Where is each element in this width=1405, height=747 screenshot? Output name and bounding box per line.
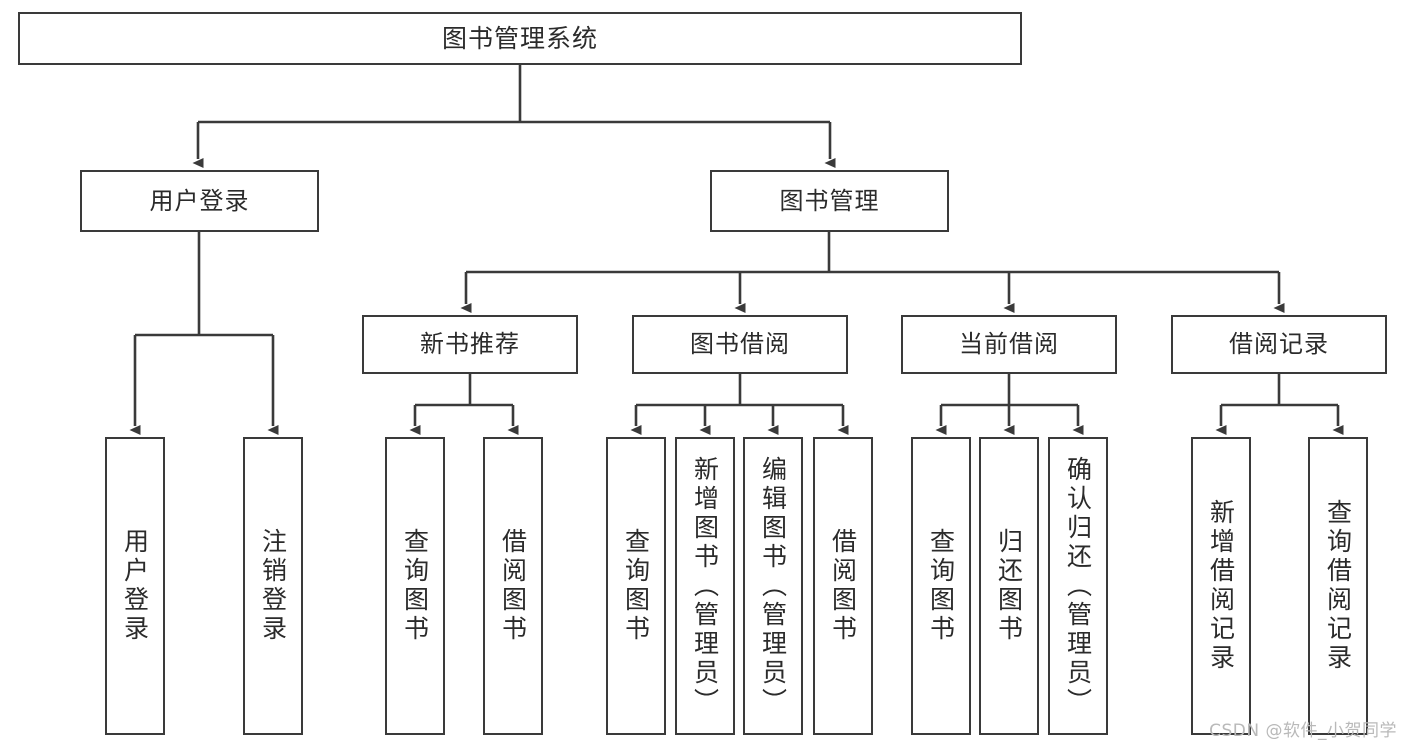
node-book-borrow[interactable]: 图书借阅 xyxy=(632,315,848,374)
node-label: 新书推荐 xyxy=(420,330,520,359)
node-book-management[interactable]: 图书管理 xyxy=(710,170,949,232)
node-user-login[interactable]: 用户登录 xyxy=(80,170,319,232)
node-root-system[interactable]: 图书管理系统 xyxy=(18,12,1022,65)
leaf-borrow-add-book-admin[interactable]: 新增图书（管理员） xyxy=(675,437,735,735)
leaf-label: 查询图书 xyxy=(926,528,956,644)
leaf-label: 查询图书 xyxy=(400,528,430,644)
leaf-borrow-borrow-book[interactable]: 借阅图书 xyxy=(813,437,873,735)
leaf-current-confirm-return-admin[interactable]: 确认归还（管理员） xyxy=(1048,437,1108,735)
leaf-label: 用户登录 xyxy=(120,528,150,644)
leaf-label: 编辑图书（管理员） xyxy=(758,455,788,717)
node-label: 图书管理系统 xyxy=(441,23,598,53)
leaf-new-book-borrow[interactable]: 借阅图书 xyxy=(483,437,543,735)
node-label: 当前借阅 xyxy=(959,330,1059,359)
node-current-borrow[interactable]: 当前借阅 xyxy=(901,315,1117,374)
leaf-label: 借阅图书 xyxy=(498,528,528,644)
leaf-label: 查询图书 xyxy=(621,528,651,644)
node-label: 借阅记录 xyxy=(1229,330,1329,359)
leaf-current-query-book[interactable]: 查询图书 xyxy=(911,437,971,735)
leaf-record-add-record[interactable]: 新增借阅记录 xyxy=(1191,437,1251,735)
csdn-watermark: CSDN @软件_小贺同学 xyxy=(1209,721,1397,741)
node-borrow-record[interactable]: 借阅记录 xyxy=(1171,315,1387,374)
leaf-label: 确认归还（管理员） xyxy=(1063,455,1093,717)
node-label: 用户登录 xyxy=(149,186,250,215)
node-label: 图书管理 xyxy=(779,186,880,215)
leaf-new-book-query[interactable]: 查询图书 xyxy=(385,437,445,735)
node-label: 图书借阅 xyxy=(690,330,790,359)
leaf-record-query-record[interactable]: 查询借阅记录 xyxy=(1308,437,1368,735)
leaf-label: 新增图书（管理员） xyxy=(690,455,720,717)
leaf-borrow-query-book[interactable]: 查询图书 xyxy=(606,437,666,735)
leaf-label: 新增借阅记录 xyxy=(1206,499,1236,673)
node-new-book-recommend[interactable]: 新书推荐 xyxy=(362,315,578,374)
leaf-label: 借阅图书 xyxy=(828,528,858,644)
leaf-user-login-login[interactable]: 用户登录 xyxy=(105,437,165,735)
leaf-label: 查询借阅记录 xyxy=(1323,499,1353,673)
leaf-current-return-book[interactable]: 归还图书 xyxy=(979,437,1039,735)
leaf-user-login-logout[interactable]: 注销登录 xyxy=(243,437,303,735)
leaf-label: 注销登录 xyxy=(258,528,288,644)
leaf-borrow-edit-book-admin[interactable]: 编辑图书（管理员） xyxy=(743,437,803,735)
leaf-label: 归还图书 xyxy=(994,528,1024,644)
